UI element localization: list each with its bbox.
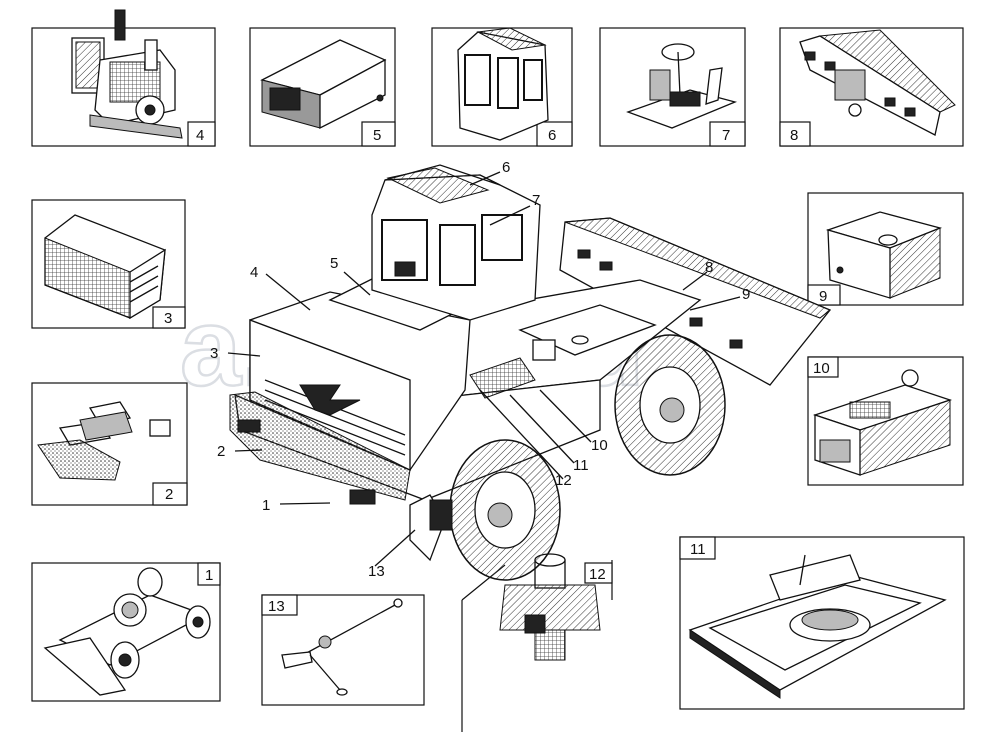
swing-motor-illustration [499,553,601,661]
box-number: 4 [196,127,204,144]
part-box-2: 2 [31,382,188,506]
main-machine-illustration [229,164,832,581]
part-box-1: 1 [31,562,221,702]
engine-cover-illustration [260,39,387,130]
fuel-tank-illustration [825,211,943,299]
box-number: 7 [722,127,730,144]
part-box-6: 6 [431,27,573,147]
callout-5: 5 [330,255,338,272]
part-box-11: 11 [679,536,965,710]
battery-box-illustration [812,369,953,476]
part-box-5: 5 [249,27,396,147]
box-number: 11 [690,541,706,558]
callout-7: 7 [532,192,540,209]
callout-numbers: 1 2 3 4 5 6 7 8 9 10 11 12 13 [210,159,750,580]
part-box-13: 13 [261,594,425,706]
steering-illustration [626,43,738,129]
brake-rod-illustration [281,598,403,696]
turntable-frame-illustration [688,554,947,699]
blade-illustration [799,29,956,136]
box-number: 2 [165,486,173,503]
callout-12: 12 [555,472,572,489]
box-number: 1 [205,567,213,584]
part-box-12: 12 [461,553,613,732]
part-box-9: 9 [807,192,964,306]
callout-10: 10 [591,437,608,454]
hood-illustration [44,214,166,320]
callout-2: 2 [217,443,225,460]
part-box-4: 4 [31,9,216,147]
part-box-3: 3 [31,199,186,329]
part-box-8: 8 [779,27,964,147]
callout-9: 9 [742,286,750,303]
callout-11: 11 [573,457,589,474]
part-box-10: 10 [807,356,964,486]
callout-8: 8 [705,259,713,276]
box-number: 3 [164,310,172,327]
box-number: 6 [548,127,556,144]
box-number: 8 [790,127,798,144]
box-number: 13 [268,598,285,615]
callout-13: 13 [368,563,385,580]
callout-leaders [227,171,741,567]
bumper-illustration [37,401,171,481]
axle-frame-illustration [43,567,211,696]
engine-illustration [71,9,183,139]
callout-6: 6 [502,159,510,176]
box-number: 9 [819,288,827,305]
box-number: 12 [589,566,606,583]
box-number: 5 [373,127,381,144]
cab-illustration [457,27,549,141]
callout-3: 3 [210,345,218,362]
callout-1: 1 [262,497,270,514]
box-number: 10 [813,360,830,377]
callout-4: 4 [250,264,258,281]
part-box-7: 7 [599,27,746,147]
